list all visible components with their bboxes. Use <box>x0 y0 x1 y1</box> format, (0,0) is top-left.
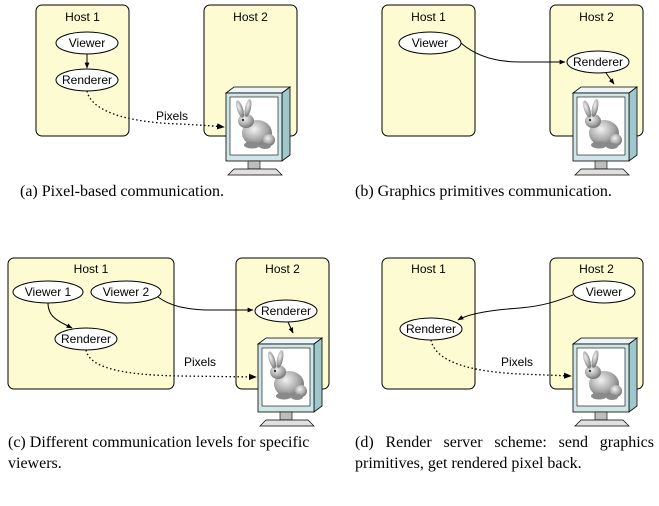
viewer-2-node <box>90 280 162 304</box>
panel-b: Host 1 Host 2 Viewer Renderer <box>381 4 644 176</box>
monitor-icon <box>572 86 638 176</box>
pixels-label: Pixels <box>156 109 188 123</box>
host-1-label: Host 1 <box>411 10 446 24</box>
panel-a: Host 1 Host 2 Viewer Renderer Pixels <box>35 4 298 176</box>
renderer-label-host-2: Renderer <box>261 304 311 318</box>
viewer-node <box>572 280 636 304</box>
renderer-node-host-2 <box>254 299 318 323</box>
viewer-2-label: Viewer 2 <box>103 285 150 299</box>
host-1-label: Host 1 <box>65 10 100 24</box>
host-2-label: Host 2 <box>233 10 268 24</box>
renderer-node <box>566 50 630 74</box>
viewer-1-to-renderer-arrow <box>47 302 73 329</box>
pixels-label: Pixels <box>184 355 216 369</box>
monitor-icon <box>572 337 638 427</box>
caption-b: (b) Graphics primitives communication. <box>355 183 612 200</box>
pixels-arrow <box>430 339 572 379</box>
host-2-label: Host 2 <box>579 10 614 24</box>
viewer-label: Viewer <box>412 36 448 50</box>
renderer-label-host-1: Renderer <box>61 332 111 346</box>
panel-c: Host 1 Host 2 Viewer 1 Viewer 2 Renderer… <box>7 257 330 427</box>
viewer-label: Viewer <box>586 285 622 299</box>
host-1-box <box>7 257 175 390</box>
pixels-label: Pixels <box>501 355 533 369</box>
host-1-box <box>381 4 476 137</box>
renderer-label: Renderer <box>573 55 623 69</box>
renderer-label: Renderer <box>406 322 456 336</box>
viewer-1-label: Viewer 1 <box>25 285 72 299</box>
caption-c: (c) Different communication levels for s… <box>8 434 310 472</box>
primitives-arrow <box>457 294 574 321</box>
host-2-label: Host 2 <box>579 262 614 276</box>
panel-d: Host 1 Host 2 Viewer Renderer Pixels <box>381 257 644 427</box>
caption-a: (a) Pixel-based communication. <box>20 183 224 200</box>
caption-d: (d) Render server scheme: send graphics … <box>355 434 654 472</box>
renderer-to-monitor-arrow <box>605 72 615 85</box>
monitor-icon <box>257 337 323 427</box>
host-1-label: Host 1 <box>74 262 109 276</box>
monitor-icon <box>225 86 291 176</box>
viewer-label: Viewer <box>69 36 105 50</box>
host-2-label: Host 2 <box>265 262 300 276</box>
viewer-2-primitives-arrow <box>157 296 254 313</box>
primitives-arrow <box>460 42 566 65</box>
renderer-to-monitor-arrow <box>287 321 294 334</box>
host-1-label: Host 1 <box>411 262 446 276</box>
renderer-label: Renderer <box>62 73 112 87</box>
